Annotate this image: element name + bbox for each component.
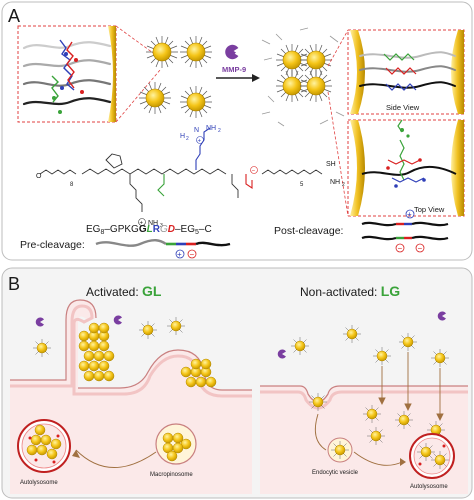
uptake-arrows	[378, 352, 444, 422]
ammonium-group: + NH 3	[138, 218, 163, 229]
svg-text:NH: NH	[148, 220, 158, 227]
mmp9-label: MMP-9	[222, 65, 246, 74]
svg-text:N: N	[194, 127, 199, 134]
svg-text:+: +	[407, 210, 412, 219]
mmp9-left	[35, 315, 122, 327]
inset-pre-cleavage	[17, 25, 117, 123]
svg-text:−: −	[252, 169, 256, 175]
peg-left-subscript: 8	[70, 182, 74, 188]
post-cleavage-schematic: + − −	[361, 209, 449, 253]
peptide-structure: O 8 N H 2 NH 2 + + NH 3 − 5 SH	[36, 125, 345, 229]
svg-text:−: −	[398, 244, 403, 253]
top-guanidinium: N H 2 NH 2 +	[180, 125, 221, 145]
amide-subscript: 2	[342, 182, 345, 188]
svg-text:+: +	[198, 139, 202, 145]
panel-a-letter: A	[8, 6, 20, 26]
amide-label: NH	[330, 179, 340, 186]
mmp9-arrow: MMP-9	[216, 44, 260, 82]
svg-text:2: 2	[218, 128, 221, 134]
autolysosome-right-label: Autolysosome	[410, 484, 448, 490]
endocytic-vesicle: Endocytic vesicle	[312, 437, 359, 476]
svg-text:+: +	[177, 250, 182, 259]
carboxylate-group: −	[250, 166, 258, 175]
svg-text:−: −	[190, 250, 195, 259]
inset-top-view: Top View	[327, 91, 465, 217]
autolysosome-left: Autolysosome	[17, 419, 71, 486]
pre-cleavage-schematic: + −	[95, 239, 231, 259]
panel-a-frame	[1, 1, 473, 261]
cleaved-fragments	[261, 27, 345, 127]
post-cleavage-label: Post-cleavage:	[274, 225, 343, 237]
svg-text:+: +	[140, 221, 144, 227]
svg-text:H: H	[180, 133, 185, 140]
panel-b: B Activated: GL Non-activated: LG	[1, 267, 473, 499]
thiol-label: SH	[326, 161, 336, 168]
svg-text:NH: NH	[206, 125, 216, 132]
peg-right-subscript: 5	[300, 182, 304, 188]
autolysosome-right: Autolysosome	[409, 433, 455, 490]
endocytic-vesicle-label: Endocytic vesicle	[312, 470, 359, 476]
top-view-label: Top View	[414, 205, 445, 214]
svg-text:−: −	[418, 244, 423, 253]
mmp9-right	[277, 311, 446, 359]
ho-label: O	[36, 173, 42, 180]
svg-text:3: 3	[160, 223, 163, 229]
side-view-label: Side View	[386, 103, 420, 112]
right-cell: Endocytic vesicle Autolysosome	[260, 311, 468, 494]
nanoparticle-cluster-pre	[115, 25, 213, 123]
left-cell: Macropinosome Autolysosome	[10, 299, 252, 494]
autolysosome-left-label: Autolysosome	[20, 480, 58, 486]
macropinosome: Macropinosome	[150, 423, 197, 478]
nonactivated-title: Non-activated: LG	[300, 283, 400, 299]
panel-b-letter: B	[8, 274, 20, 294]
svg-text:2: 2	[186, 136, 189, 142]
macropinosome-label: Macropinosome	[150, 472, 193, 478]
peptide-sequence: EG8–GPKGGLRGD–EG5–C	[86, 224, 212, 236]
panel-a: A	[1, 1, 473, 261]
inset-side-view: Side View	[327, 29, 465, 115]
activated-title: Activated: GL	[86, 283, 162, 299]
pre-cleavage-label: Pre-cleavage:	[20, 239, 85, 251]
